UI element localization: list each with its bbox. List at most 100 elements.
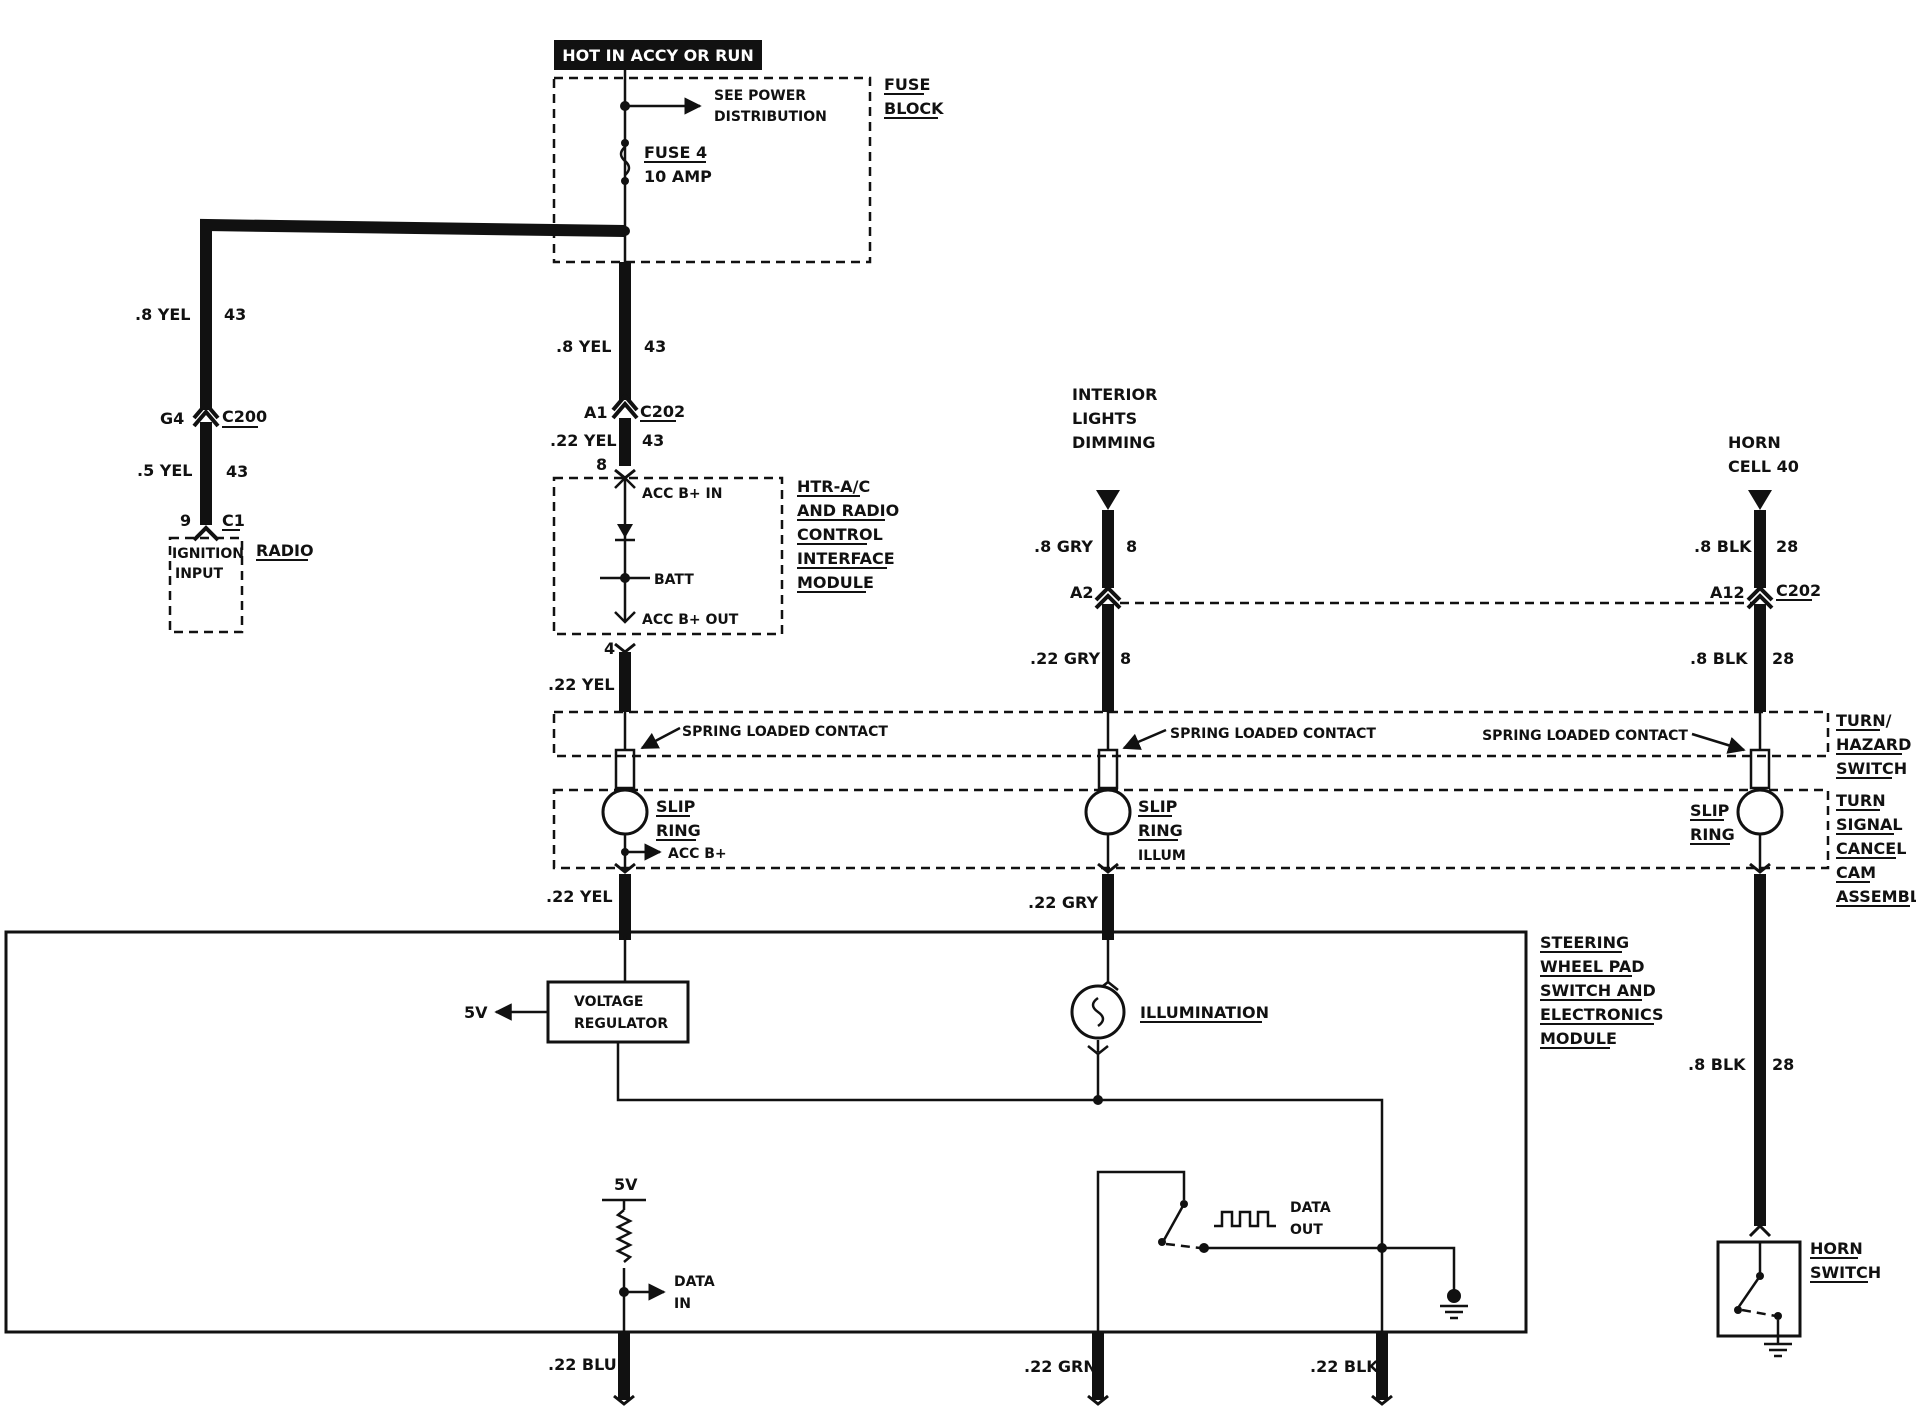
acc-pin-out: 4: [604, 639, 615, 658]
acc-slip-out: ACC B+: [668, 846, 727, 862]
pullup-voltage-label: 5V: [614, 1175, 638, 1194]
blk-wire-label: .22 BLK: [1310, 1357, 1379, 1376]
horn-source-label-2: CELL 40: [1728, 457, 1799, 476]
vreg-out-label: 5V: [464, 1003, 488, 1022]
htr-ac-module-outline: [552, 476, 784, 636]
illum-source-arrow-icon: [1096, 490, 1120, 510]
module-title-3: SWITCH AND: [1540, 981, 1656, 1000]
turn-hazard-switch: TURN/ HAZARD SWITCH: [552, 710, 1911, 779]
turn-hazard-label-2: HAZARD: [1836, 735, 1911, 754]
acc-pin-in: 8: [596, 455, 607, 474]
acc-spring-label: SPRING LOADED CONTACT: [682, 724, 888, 740]
data-in-label: DATA: [674, 1274, 715, 1290]
pullup-resistor-icon: [615, 1209, 633, 1263]
fuse-block: HOT IN ACCY OR RUN SEE POWER DISTRIBUTIO…: [552, 40, 944, 264]
acc-wire-lower: .22 YEL: [548, 675, 615, 694]
module-title-4: ELECTRONICS: [1540, 1005, 1664, 1024]
horn-switch-label: HORN: [1810, 1239, 1863, 1258]
data-out-switch-feed: [1096, 1170, 1186, 1332]
acc-wire-mid: .22 YEL: [550, 431, 617, 450]
horn-source-label: HORN: [1728, 433, 1781, 452]
illum-circuit: INTERIOR LIGHTS DIMMING .8 GRY 8 A2 .22 …: [1028, 385, 1752, 940]
cancel-cam-label: TURN: [1836, 791, 1886, 810]
horn-wire-lower: .8 BLK: [1688, 1055, 1746, 1074]
horn-switch-contact: [1736, 1275, 1762, 1309]
ground-bus-line: [616, 1042, 1108, 1102]
acc-wire-mid-num: 43: [642, 431, 664, 450]
hot-tag-background: [554, 40, 762, 70]
illum-wire-upper: .8 GRY: [1034, 537, 1093, 556]
horn-wire-upper: .8 BLK: [1694, 537, 1752, 556]
fuse-block-title-2: BLOCK: [884, 99, 944, 118]
radio-input-box: [168, 536, 244, 634]
c200-name: C200: [222, 407, 267, 426]
illum-wire-mid: .22 GRY: [1030, 649, 1100, 668]
horn-slip-label: SLIP: [1690, 801, 1730, 820]
radio-feed-wire: [200, 218, 626, 410]
horn-wire-lower-num: 28: [1772, 1055, 1794, 1074]
radio-label: RADIO: [256, 541, 314, 560]
horn-source-arrow-icon: [1748, 490, 1772, 510]
turn-hazard-label: TURN/: [1836, 711, 1892, 730]
horn-switch-label-2: SWITCH: [1810, 1263, 1881, 1282]
radio-circuit: .8 YEL 43 G4 C200 .5 YEL 43 9 C1 IGNITIO…: [135, 218, 626, 634]
vreg-label-2: REGULATOR: [574, 1016, 668, 1032]
horn-wire-mid-num: 28: [1772, 649, 1794, 668]
horn-wire-upper-num: 28: [1776, 537, 1798, 556]
htr-module-title-5: MODULE: [797, 573, 874, 592]
turn-signal-cancel-cam: TURN SIGNAL CANCEL CAM ASSEMBLY: [552, 788, 1916, 907]
horn-circuit: HORN CELL 40 .8 BLK 28 A12 C202 .8 BLK 2…: [1482, 433, 1881, 1358]
acc-in-label: ACC B+ IN: [642, 486, 722, 502]
fuse-rating: 10 AMP: [644, 167, 712, 186]
horn-conn-name: C202: [1776, 581, 1821, 600]
fuse-block-outline: [552, 76, 872, 264]
see-power-label: SEE POWER: [714, 88, 806, 104]
voltage-regulator: [546, 980, 690, 1044]
illum-source-label-3: DIMMING: [1072, 433, 1156, 452]
module-title: STEERING: [1540, 933, 1629, 952]
acc-wire-upper: .8 YEL: [556, 337, 612, 356]
illum-spring-label: SPRING LOADED CONTACT: [1170, 726, 1376, 742]
steering-wheel-module: STEERING WHEEL PAD SWITCH AND ELECTRONIC…: [4, 930, 1664, 1334]
radio-wire-upper: .8 YEL: [135, 305, 191, 324]
horn-slip-ring: [1736, 788, 1784, 836]
c1-pin: 9: [180, 511, 191, 530]
acc-slip-label-2: RING: [656, 821, 701, 840]
fuse-block-title: FUSE: [884, 75, 930, 94]
illum-source-label-2: LIGHTS: [1072, 409, 1137, 428]
turn-hazard-label-3: SWITCH: [1836, 759, 1907, 778]
blu-wire-label: .22 BLU: [548, 1355, 617, 1374]
module-title-2: WHEEL PAD: [1540, 957, 1645, 976]
c200-pin: G4: [160, 409, 184, 428]
illum-conn-pin: A2: [1070, 583, 1094, 602]
illum-wire-upper-num: 8: [1126, 537, 1137, 556]
data-out-label-2: OUT: [1290, 1222, 1323, 1238]
illum-slip-label-2: RING: [1138, 821, 1183, 840]
horn-conn-pin: A12: [1710, 583, 1745, 602]
htr-module-title-4: INTERFACE: [797, 549, 895, 568]
acc-out-label: ACC B+ OUT: [642, 612, 739, 628]
illumination-label: ILLUMINATION: [1140, 1003, 1269, 1022]
cancel-cam-label-5: ASSEMBLY: [1836, 887, 1916, 906]
steering-module-outline: [4, 930, 1528, 1334]
illum-slip-label: SLIP: [1138, 797, 1178, 816]
batt-label: BATT: [654, 572, 694, 588]
horn-wire-mid: .8 BLK: [1690, 649, 1748, 668]
diode-icon: [617, 524, 633, 538]
htr-module-title: HTR-A/C: [797, 477, 870, 496]
radio-input-label-2: INPUT: [175, 566, 224, 582]
radio-input-label: IGNITION: [172, 546, 244, 562]
illum-slip-out: ILLUM: [1138, 848, 1186, 864]
htr-module-title-2: AND RADIO: [797, 501, 899, 520]
radio-wire-upper-num: 43: [224, 305, 246, 324]
htr-module-title-3: CONTROL: [797, 525, 883, 544]
cancel-cam-label-4: CAM: [1836, 863, 1876, 882]
cancel-cam-label-2: SIGNAL: [1836, 815, 1903, 834]
fuse-symbol: [619, 146, 631, 176]
data-waveform-icon: [1214, 1210, 1276, 1228]
horn-slip-label-2: RING: [1690, 825, 1735, 844]
acc-slip-label: SLIP: [656, 797, 696, 816]
acc-wire-bottom: .22 YEL: [546, 887, 613, 906]
illum-slip-ring: [1084, 788, 1132, 836]
